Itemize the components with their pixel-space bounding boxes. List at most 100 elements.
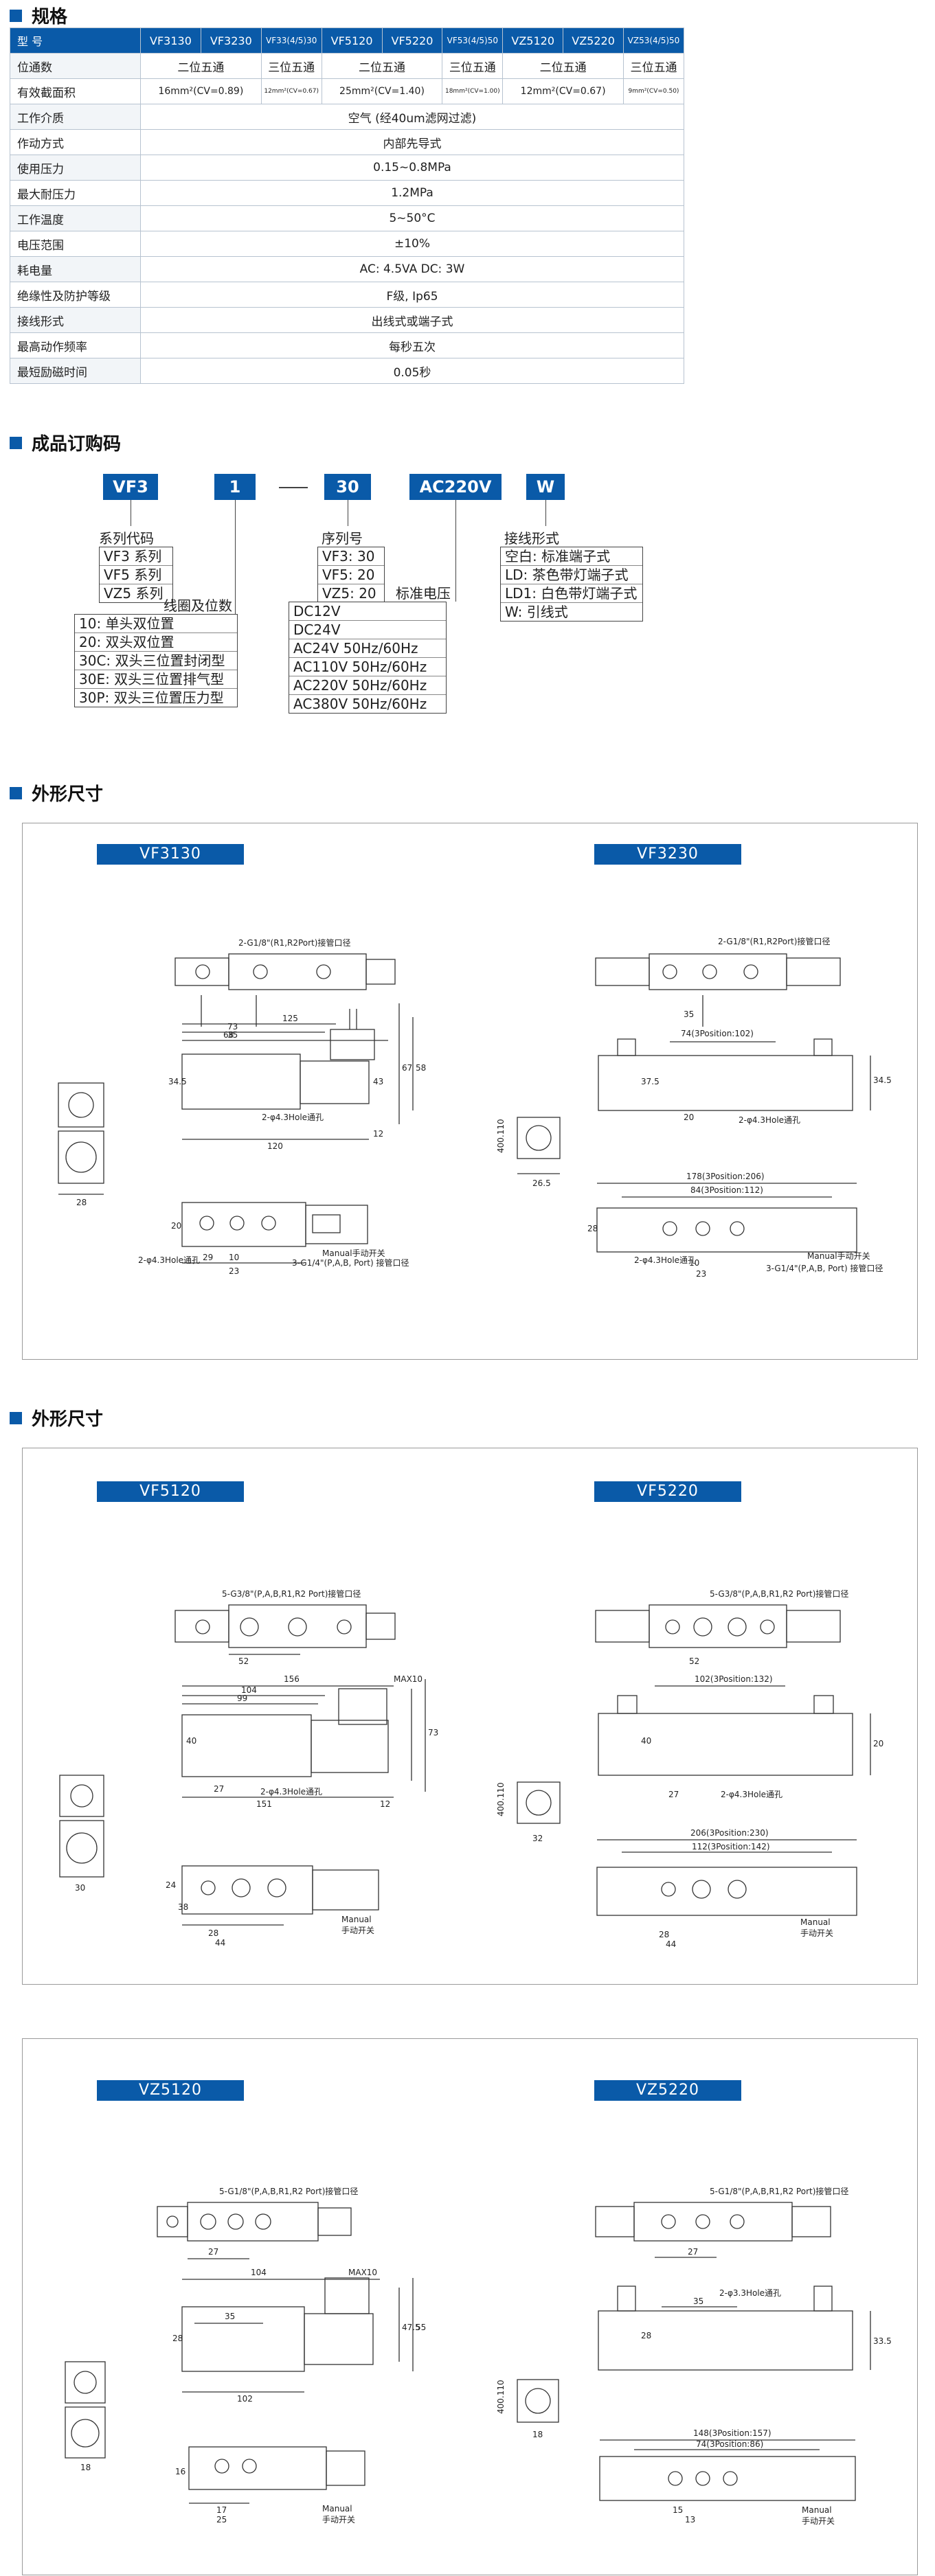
dim-text: 52 bbox=[689, 1656, 699, 1666]
spec-header-cell: VF53(4/5)50 bbox=[442, 27, 504, 54]
order-section-heading: 成品订购码 bbox=[10, 430, 121, 455]
dim-text: 44 bbox=[666, 1939, 676, 1949]
dim-text: 32 bbox=[532, 1834, 543, 1843]
vf3-technical-drawing: 2-G1/8"(R1,R2Port)接管口径 125 73 68 35 120 … bbox=[58, 936, 892, 1279]
seq-label: 序列号 bbox=[322, 530, 363, 547]
spec-row: 位通数 二位五通 三位五通 二位五通 三位五通 二位五通 三位五通 bbox=[10, 53, 684, 79]
vf5-technical-drawing: 5-G3/8"(P,A,B,R1,R2 Port)接管口径 52 156 104… bbox=[59, 1588, 883, 1949]
option-item: AC380V 50Hz/60Hz bbox=[289, 694, 446, 713]
series-options: VF3 系列 VF5 系列 VZ5 系列 bbox=[99, 547, 173, 603]
option-item: VF5: 20 bbox=[318, 565, 384, 584]
spec-cell: 16mm²(CV=0.89) bbox=[140, 78, 262, 104]
dim-text: 74(3Position:102) bbox=[681, 1029, 754, 1038]
voltage-label: 标准电压 bbox=[396, 585, 451, 602]
code-coil: 1 bbox=[214, 474, 256, 500]
dim-text: 40 bbox=[186, 1736, 196, 1746]
spec-row-label: 最高动作频率 bbox=[10, 332, 141, 358]
annotation-text: Manual手动开关 bbox=[322, 1249, 385, 1258]
dim-text: 28 bbox=[641, 2331, 651, 2340]
dim-text: 26.5 bbox=[532, 1178, 551, 1188]
spec-row-label: 耗电量 bbox=[10, 256, 141, 282]
spec-row-label: 最大耐压力 bbox=[10, 180, 141, 206]
dims-section-heading: 外形尺寸 bbox=[10, 780, 103, 806]
spec-cell: F级, Ip65 bbox=[140, 282, 684, 308]
annotation-text: 手动开关 bbox=[341, 1926, 374, 1935]
dim-text: 20 bbox=[171, 1221, 181, 1231]
spec-row-label: 绝缘性及防护等级 bbox=[10, 282, 141, 308]
spec-row: 接线形式出线式或端子式 bbox=[10, 307, 684, 333]
dim-text: 148(3Position:157) bbox=[693, 2428, 771, 2438]
dim-text: 156 bbox=[284, 1674, 300, 1684]
option-item: W: 引线式 bbox=[501, 602, 642, 621]
annotation-text: 2-φ4.3Hole通孔 bbox=[634, 1255, 696, 1265]
option-item: VF3: 30 bbox=[322, 548, 375, 565]
dim-text: 12 bbox=[380, 1799, 390, 1809]
spec-header-row: 型 号 VF3130 VF3230 VF33(4/5)30 VF5120 VF5… bbox=[10, 27, 684, 54]
dim-text: 12 bbox=[373, 1129, 383, 1139]
drawing-panel-vf5: VF5120 VF5220 bbox=[22, 1448, 918, 1985]
annotation-text: MAX10 bbox=[348, 2268, 377, 2277]
spec-cell: 18mm²(CV=1.00) bbox=[442, 78, 504, 104]
dim-text: 20 bbox=[684, 1113, 694, 1122]
annotation-text: 5-G1/8"(P,A,B,R1,R2 Port)接管口径 bbox=[710, 2186, 848, 2196]
model-tag: VF3130 bbox=[97, 844, 244, 865]
coil-label: 线圈及位数 bbox=[164, 597, 232, 614]
annotation-text: 3-G1/4"(P,A,B, Port) 接管口径 bbox=[292, 1257, 409, 1268]
spec-row-label: 最短励磁时间 bbox=[10, 358, 141, 384]
spec-cell: 内部先导式 bbox=[140, 129, 684, 155]
dim-text: 35 bbox=[693, 2296, 703, 2306]
series-label: 系列代码 bbox=[99, 530, 154, 547]
section-marker bbox=[10, 1411, 22, 1424]
option-item: DC12V bbox=[293, 603, 341, 619]
annotation-text: MAX10 bbox=[394, 1674, 423, 1684]
spec-title: 规格 bbox=[32, 7, 68, 27]
dim-text: 151 bbox=[256, 1799, 272, 1809]
spec-header-cell: VF5220 bbox=[381, 27, 443, 54]
dim-text: 74(3Position:86) bbox=[696, 2439, 763, 2449]
dim-text: 23 bbox=[696, 1269, 706, 1279]
option-item: AC110V 50Hz/60Hz bbox=[289, 657, 446, 676]
annotation-text: Manual bbox=[800, 1917, 831, 1927]
spec-row: 工作介质空气 (经40um滤网过滤) bbox=[10, 104, 684, 130]
dim-text: 34.5 bbox=[168, 1077, 187, 1086]
spec-cell: 三位五通 bbox=[442, 53, 504, 79]
vz5-technical-drawing: 5-G1/8"(P,A,B,R1,R2 Port)接管口径 27 104 MAX… bbox=[65, 2186, 892, 2526]
dim-text: 23 bbox=[229, 1266, 239, 1276]
spec-cell: 二位五通 bbox=[140, 53, 262, 79]
option-item: LD: 茶色带灯端子式 bbox=[501, 565, 642, 584]
dim-text: 28 bbox=[587, 1224, 598, 1233]
order-code-diagram: VF3 1 30 AC220V W 系列代码 VF3 系列 VF5 系列 VZ5… bbox=[0, 474, 935, 749]
annotation-text: Manual bbox=[341, 1915, 372, 1924]
dim-text: 58 bbox=[416, 1063, 426, 1073]
dim-text: 27 bbox=[688, 2247, 698, 2257]
dim-text: 35 bbox=[227, 1030, 238, 1040]
dim-text: 44 bbox=[215, 1938, 225, 1948]
option-item: VZ5 系列 bbox=[100, 584, 172, 602]
model-tag: VF5120 bbox=[97, 1481, 244, 1502]
annotation-text: Manual bbox=[322, 2504, 352, 2514]
spec-row-label: 接线形式 bbox=[10, 307, 141, 333]
code-seq: 30 bbox=[324, 474, 371, 500]
spec-cell: 三位五通 bbox=[623, 53, 684, 79]
dim-text: 400.110 bbox=[496, 1782, 506, 1816]
option-item: LD1: 白色带灯端子式 bbox=[501, 584, 642, 602]
dim-text: 27 bbox=[668, 1790, 679, 1799]
spec-header-cell: 型 号 bbox=[10, 27, 141, 54]
spec-cell: 25mm²(CV=1.40) bbox=[321, 78, 443, 104]
coil-options: 10: 单头双位置 20: 双头双位置 30C: 双头三位置封闭型 30E: 双… bbox=[74, 614, 238, 707]
annotation-text: 2-φ4.3Hole通孔 bbox=[721, 1790, 782, 1799]
dim-text: 73 bbox=[428, 1728, 438, 1737]
dims-title: 外形尺寸 bbox=[32, 1409, 104, 1430]
spec-cell: 0.05秒 bbox=[140, 358, 684, 384]
dim-text: 38 bbox=[178, 1902, 188, 1912]
dim-text: 102 bbox=[237, 2394, 253, 2404]
option-item: 10: 单头双位置 bbox=[79, 615, 174, 632]
annotation-text: 2-φ4.3Hole通孔 bbox=[260, 1787, 322, 1797]
option-item: 30E: 双头三位置排气型 bbox=[75, 670, 237, 688]
dim-text: 13 bbox=[685, 2515, 695, 2524]
spec-cell: 三位五通 bbox=[260, 53, 322, 79]
